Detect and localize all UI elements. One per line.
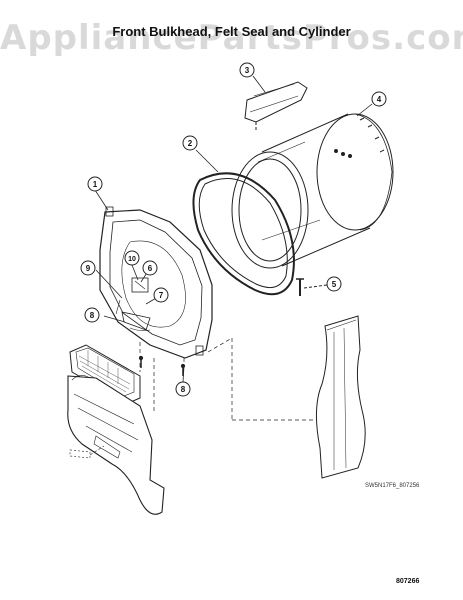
callout-3-circle	[239, 62, 255, 78]
callout-8a: 8	[90, 311, 95, 320]
callout-7: 7	[159, 291, 164, 300]
diagram-title: Front Bulkhead, Felt Seal and Cylinder	[112, 24, 351, 39]
drawing-reference: SW5N17F6_807256	[365, 483, 420, 489]
callout-8a-circle	[84, 307, 100, 323]
drum-screw	[296, 278, 328, 296]
callout-1-circle	[87, 176, 103, 192]
callout-8b: 8	[181, 385, 186, 394]
callout-3: 3	[245, 66, 250, 75]
callout-10-circle	[124, 250, 140, 266]
callout-9: 9	[86, 264, 91, 273]
callout-2: 2	[188, 139, 193, 148]
callout-9-circle	[80, 260, 96, 276]
callout-1: 1	[93, 180, 98, 189]
felt-seal	[192, 172, 295, 296]
lint-duct	[67, 375, 165, 515]
side-panel-strip	[315, 315, 366, 479]
lint-filter	[69, 344, 141, 405]
callout-2-circle	[182, 135, 198, 151]
front-bulkhead	[99, 206, 213, 359]
callout-circles	[80, 62, 387, 397]
callout-6: 6	[148, 264, 153, 273]
callout-10: 10	[128, 256, 136, 263]
drum-baffle	[244, 81, 308, 132]
callout-7-circle	[153, 287, 169, 303]
callout-4: 4	[377, 95, 382, 104]
cylinder-drum	[231, 113, 394, 269]
bulkhead-screws	[138, 355, 186, 376]
callout-5: 5	[332, 280, 337, 289]
diagram-number: 807266	[396, 578, 420, 585]
callout-6-circle	[142, 260, 158, 276]
callout-5-circle	[326, 276, 342, 292]
callout-8b-circle	[175, 381, 191, 397]
callout-4-circle	[371, 91, 387, 107]
